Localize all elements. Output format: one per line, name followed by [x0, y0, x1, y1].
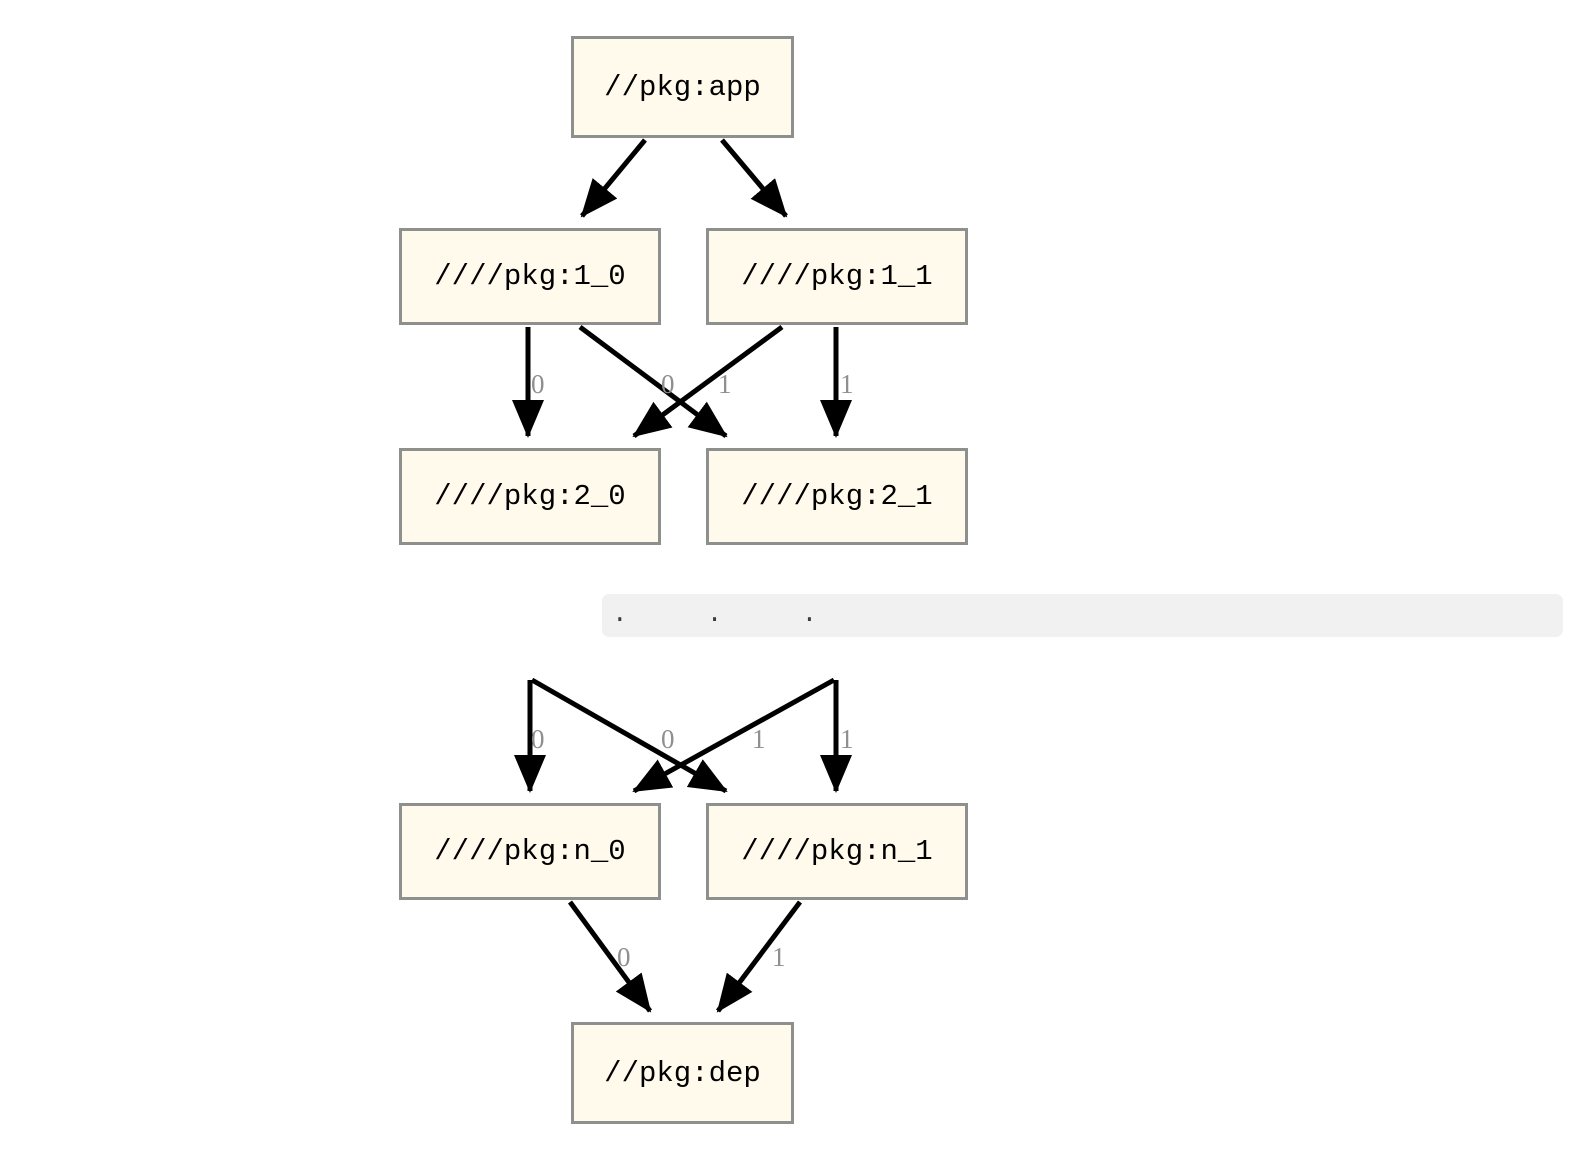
edge-label: 1: [840, 724, 854, 754]
edge-label: 0: [661, 724, 675, 754]
ellipsis-dots: . . .: [612, 599, 834, 629]
edge-upper-to-n_0-cross: [632, 677, 836, 794]
edge-label: 1: [840, 369, 854, 399]
edge-label: 1: [718, 369, 732, 399]
node-label: ////pkg:n_1: [741, 835, 933, 868]
edge-upper-to-n_1-cross: [530, 677, 728, 794]
edge-label: 0: [661, 369, 675, 399]
edge-label: 0: [531, 724, 545, 754]
collapsed-levels-band[interactable]: . . .: [602, 594, 1563, 637]
node-label: //pkg:app: [604, 70, 761, 104]
node-n_0[interactable]: ////pkg:n_0: [399, 803, 661, 900]
edge-label: 0: [531, 369, 545, 399]
edge-1_1-to-2_0: [632, 324, 784, 439]
edge-label: 1: [752, 724, 766, 754]
edge-1_0-to-2_1: [578, 324, 728, 439]
node-1_1[interactable]: ////pkg:1_1: [706, 228, 968, 325]
edge-label: 0: [617, 942, 631, 972]
node-2_1[interactable]: ////pkg:2_1: [706, 448, 968, 545]
node-label: ////pkg:n_0: [434, 835, 626, 868]
node-label: ////pkg:2_0: [434, 480, 626, 513]
node-label: ////pkg:2_1: [741, 480, 933, 513]
edge-n_0-to-dep: [567, 900, 653, 1013]
node-label: ////pkg:1_0: [434, 260, 626, 293]
node-1_0[interactable]: ////pkg:1_0: [399, 228, 661, 325]
node-label: ////pkg:1_1: [741, 260, 933, 293]
node-n_1[interactable]: ////pkg:n_1: [706, 803, 968, 900]
edge-label: 1: [772, 942, 786, 972]
node-dep[interactable]: //pkg:dep: [571, 1022, 794, 1124]
node-label: //pkg:dep: [604, 1056, 761, 1090]
edge-app-to-1_0: [580, 138, 647, 218]
node-app[interactable]: //pkg:app: [571, 36, 794, 138]
node-2_0[interactable]: ////pkg:2_0: [399, 448, 661, 545]
edge-n_1-to-dep: [716, 900, 802, 1013]
edge-app-to-1_1: [720, 138, 788, 218]
